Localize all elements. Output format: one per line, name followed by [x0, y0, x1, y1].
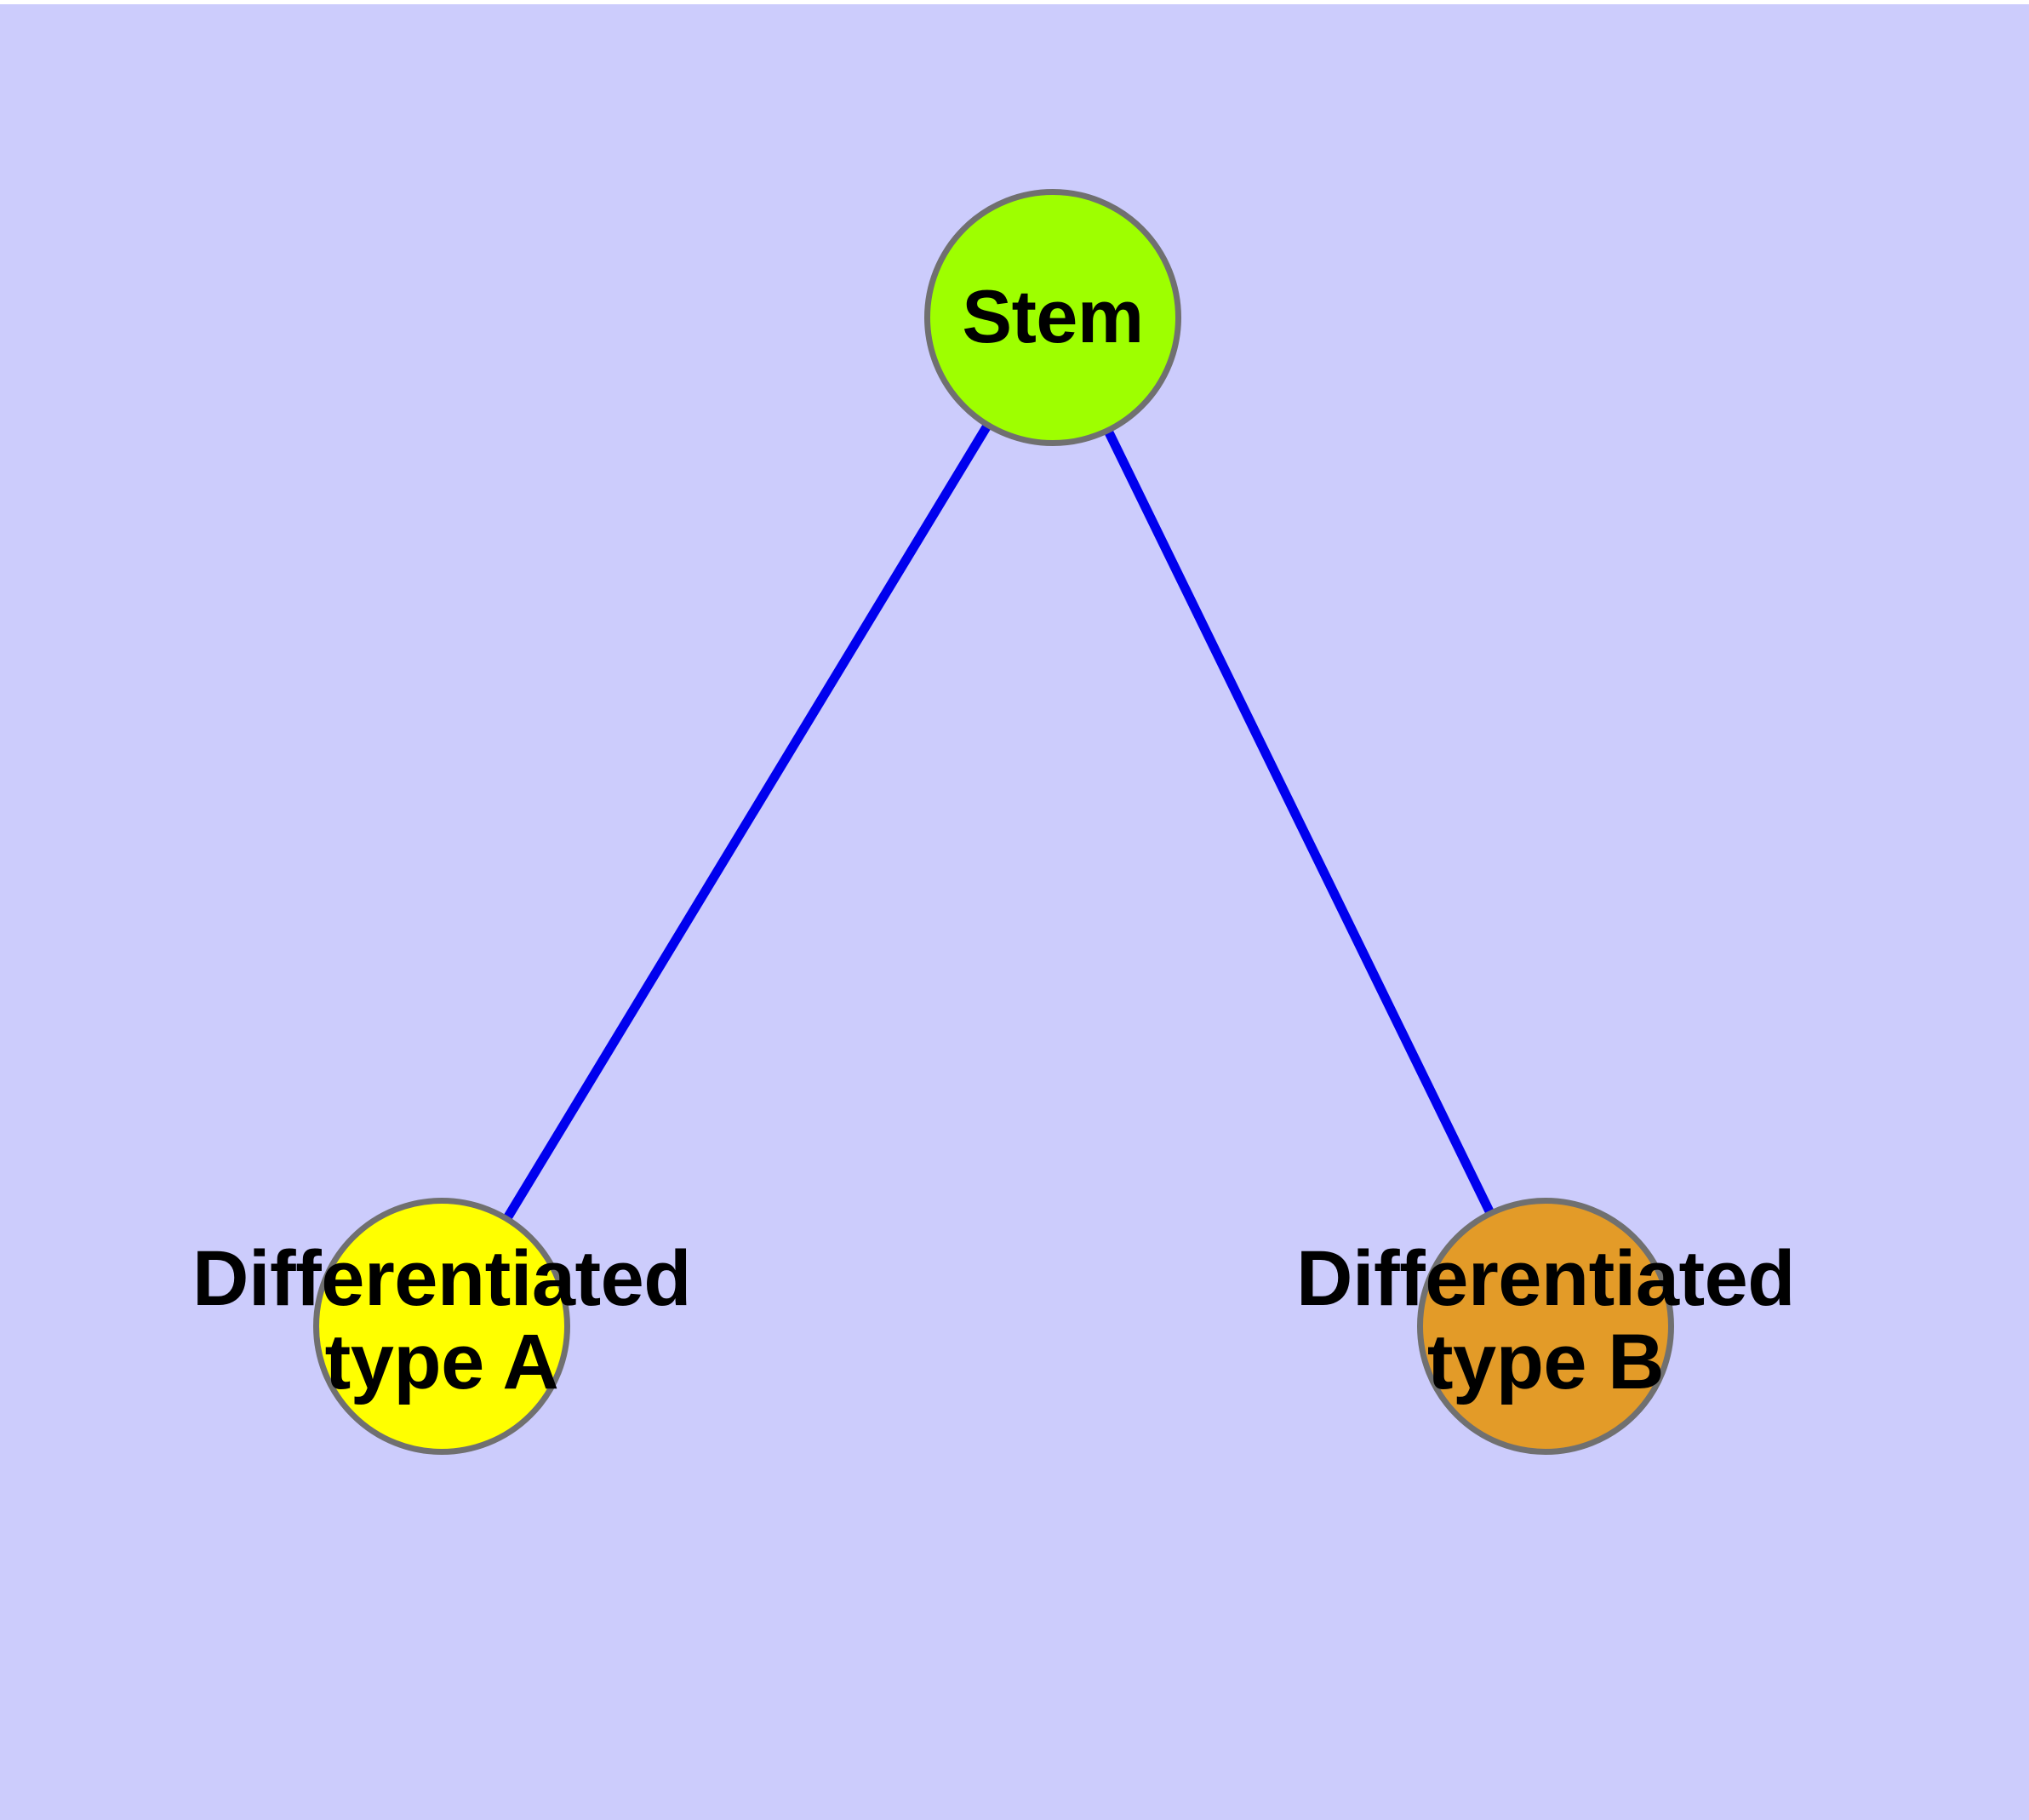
node-diff-a-circle[interactable] [313, 1198, 570, 1455]
edge-stem-to-diff-a [489, 398, 1007, 1243]
edge-stem-to-diff-b [1091, 403, 1506, 1239]
edge-layer [489, 398, 1506, 1243]
node-layer [313, 189, 1674, 1455]
node-diff-b-circle[interactable] [1417, 1198, 1674, 1455]
node-stem-circle[interactable] [924, 189, 1181, 446]
